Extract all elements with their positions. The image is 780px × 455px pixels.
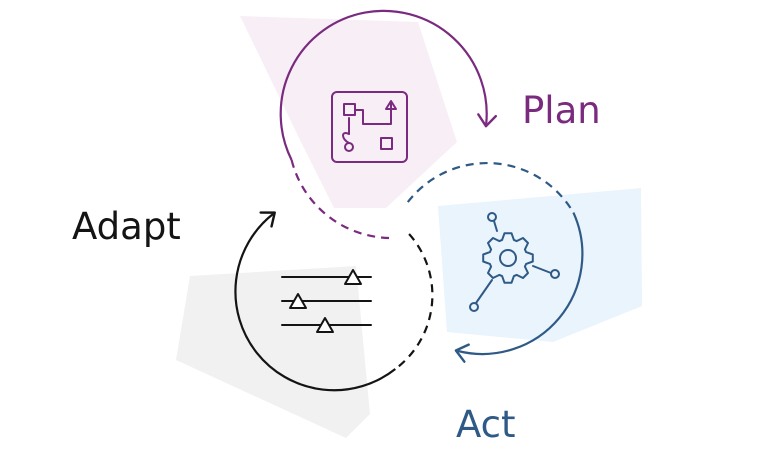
gear-network-icon: [469, 212, 560, 312]
plan-label: Plan: [522, 89, 601, 132]
route-map-icon: [331, 91, 408, 163]
sliders-icon: [281, 269, 372, 333]
plan-cycle-dashed-segment: [290, 159, 391, 240]
act-label: Act: [456, 403, 516, 446]
adapt-backdrop-shape: [176, 266, 370, 438]
adapt-cycle-dashed-segment: [394, 233, 434, 370]
act-backdrop-shape: [438, 188, 642, 342]
adapt-cycle-arrow: [234, 211, 396, 392]
act-cycle-dashed-segment: [406, 161, 575, 214]
plan-cycle-arrow: [279, 9, 498, 161]
act-cycle-arrow: [454, 212, 584, 363]
plan-backdrop-shape: [240, 16, 457, 208]
adapt-label: Adapt: [72, 205, 181, 248]
